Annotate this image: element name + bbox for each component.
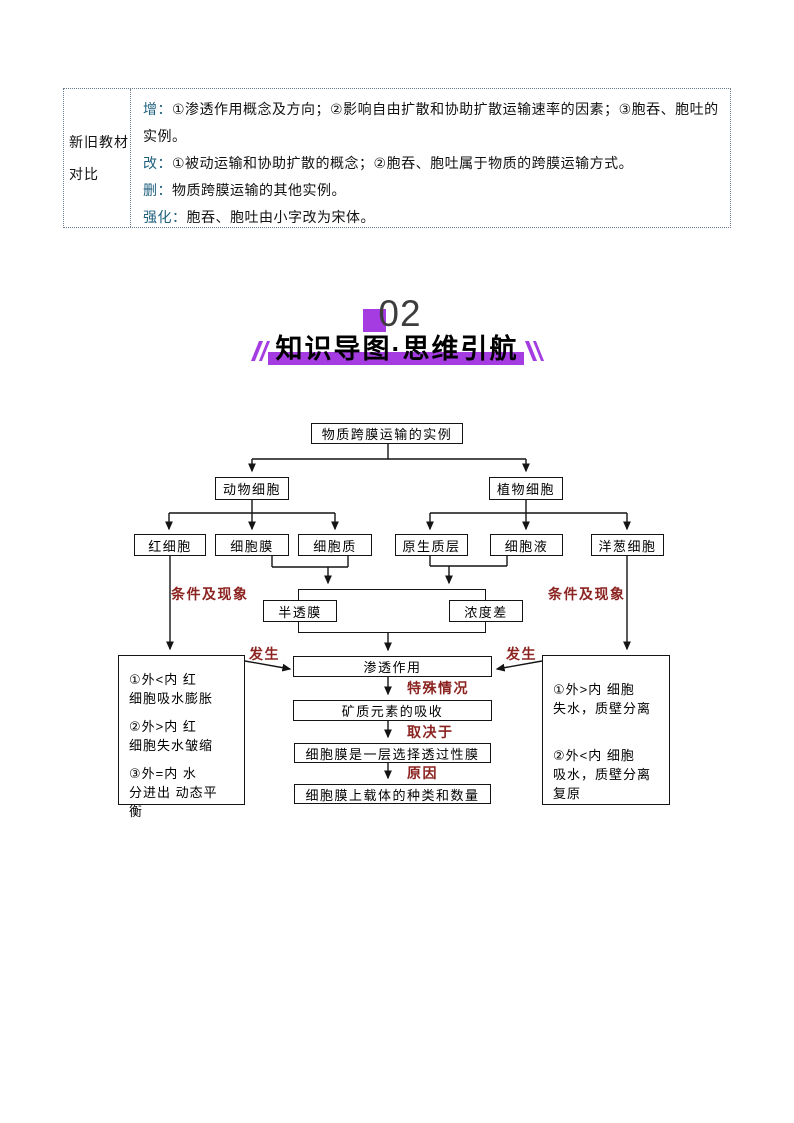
purple-square-decoration xyxy=(363,309,387,332)
node-cell-sap: 细胞液 xyxy=(490,534,563,556)
table-item-change-text: ①被动运输和协助扩散的概念；②胞吞、胞吐属于物质的跨膜运输方式。 xyxy=(172,155,634,171)
red-cell-condition-2: ②外>内 红 细胞失水皱缩 xyxy=(129,719,214,753)
red-cell-condition-3: ③外=内 水 分进出 动态平 衡 xyxy=(129,766,218,819)
edge-label-special-case: 特殊情况 xyxy=(407,680,469,696)
edge-label-reason: 原因 xyxy=(407,765,438,781)
section-number: 02 xyxy=(378,293,422,334)
table-item-add-label: 增： xyxy=(143,101,172,117)
edge-label-condition-left: 条件及现象 xyxy=(171,586,249,602)
table-item-delete-text: 物质跨膜运输的其他实例。 xyxy=(172,182,346,198)
table-item-change: 改：①被动运输和协助扩散的概念；②胞吞、胞吐属于物质的跨膜运输方式。 xyxy=(143,150,720,177)
table-item-strengthen: 强化：胞吞、胞吐由小字改为宋体。 xyxy=(143,204,720,231)
table-row-header-cell: 新旧教材对比 xyxy=(64,89,131,227)
table-item-delete: 删：物质跨膜运输的其他实例。 xyxy=(143,177,720,204)
section-header: 02 知识导图·思维引航 xyxy=(0,293,794,365)
table-item-add: 增：①渗透作用概念及方向；②影响自由扩散和协助扩散运输速率的因素；③胞吞、胞吐的… xyxy=(143,96,720,150)
node-onion-cell: 洋葱细胞 xyxy=(591,534,664,556)
onion-cell-condition-2: ②外<内 细胞 吸水，质壁分离 复原 xyxy=(553,748,652,801)
edge-label-occur-right: 发生 xyxy=(506,646,537,662)
section-title-text: 知识导图·思维引航 xyxy=(275,334,519,364)
red-cell-conditions-box: ①外<内 红 细胞吸水膨胀 ②外>内 红 细胞失水皱缩 ③外=内 水 分进出 动… xyxy=(118,655,245,819)
node-cytoplasm: 细胞质 xyxy=(298,534,372,556)
table-item-change-label: 改： xyxy=(143,155,172,171)
edge-label-condition-right: 条件及现象 xyxy=(548,586,626,602)
table-item-add-text: ①渗透作用概念及方向；②影响自由扩散和协助扩散运输速率的因素；③胞吞、胞吐的实例… xyxy=(143,101,719,144)
edge-label-occur-left: 发生 xyxy=(249,646,280,662)
node-osmosis: 渗透作用 xyxy=(293,656,492,677)
node-carrier-types: 细胞膜上载体的种类和数量 xyxy=(294,784,491,804)
red-cell-condition-1: ①外<内 红 细胞吸水膨胀 xyxy=(129,672,214,706)
node-protoplast-layer: 原生质层 xyxy=(395,534,468,556)
table-row-header: 新旧教材对比 xyxy=(69,134,129,182)
node-cell-membrane: 细胞膜 xyxy=(215,534,289,556)
node-concentration-difference: 浓度差 xyxy=(449,600,523,622)
purple-underline-bar xyxy=(267,352,524,365)
section-title-row: 知识导图·思维引航 xyxy=(250,334,544,365)
node-animal-cell: 动物细胞 xyxy=(215,477,289,500)
node-semipermeable-membrane: 半透膜 xyxy=(263,600,337,622)
edge-label-depends-on: 取决于 xyxy=(407,724,454,740)
textbook-comparison-table: 新旧教材对比 增：①渗透作用概念及方向；②影响自由扩散和协助扩散运输速率的因素；… xyxy=(63,88,731,228)
node-red-blood-cell: 红细胞 xyxy=(134,534,206,556)
section-number-block: 02 xyxy=(363,293,422,334)
table-content-cell: 增：①渗透作用概念及方向；②影响自由扩散和协助扩散运输速率的因素；③胞吞、胞吐的… xyxy=(131,89,730,227)
section-title: 知识导图·思维引航 xyxy=(267,334,524,365)
node-plant-cell: 植物细胞 xyxy=(489,477,563,500)
onion-cell-conditions-box: ①外>内 细胞 失水，质壁分离 ②外<内 细胞 吸水，质壁分离 复原 xyxy=(542,655,670,805)
table-item-strengthen-text: 胞吞、胞吐由小字改为宋体。 xyxy=(186,209,375,225)
node-selective-membrane: 细胞膜是一层选择透过性膜 xyxy=(294,743,491,763)
node-mineral-absorption: 矿质元素的吸收 xyxy=(293,700,492,721)
table-item-delete-label: 删： xyxy=(143,182,172,198)
node-root: 物质跨膜运输的实例 xyxy=(311,423,463,444)
onion-cell-condition-1: ①外>内 细胞 失水，质壁分离 xyxy=(553,682,652,716)
table-item-strengthen-label: 强化： xyxy=(143,209,187,225)
